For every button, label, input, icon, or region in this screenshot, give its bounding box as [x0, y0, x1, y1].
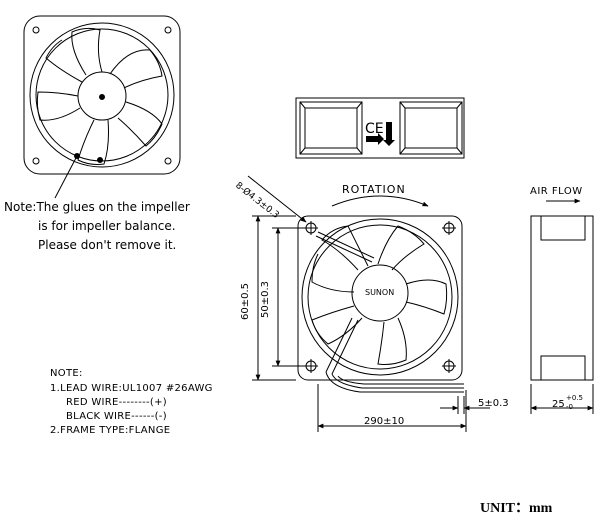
air-flow-label: AIR FLOW	[530, 186, 583, 197]
notes-line-2: RED WIRE--------(+)	[66, 397, 167, 408]
strip-length-label: 5±0.3	[478, 398, 509, 409]
lead-length-label: 290±10	[364, 416, 405, 427]
height-dimension-lines	[252, 215, 306, 381]
outer-height-label: 60±0.5	[240, 282, 251, 320]
fan-profile-view	[530, 198, 594, 414]
svg-text:CE: CE	[365, 121, 384, 137]
rotation-arrow	[331, 195, 429, 207]
unit-label: UNIT：mm	[480, 501, 553, 516]
glue-note-line-3: Please don't remove it.	[38, 238, 177, 252]
ce-mark-icon: CE	[365, 121, 395, 146]
brand-label: SUNON	[365, 288, 395, 297]
notes-line-3: BLACK WIRE------(-)	[66, 411, 167, 422]
rotation-label: ROTATION	[342, 183, 406, 196]
lead-length-dimension-lines	[317, 384, 490, 432]
thickness-upper-tolerance: +0.5	[566, 394, 583, 402]
hole-spec-leader	[247, 175, 307, 223]
glue-note-line-1: Note:The glues on the impeller	[4, 200, 190, 214]
notes-title: NOTE:	[50, 368, 83, 379]
notes-line-4: 2.FRAME TYPE:FLANGE	[50, 425, 171, 436]
thickness-label: 25	[552, 399, 565, 410]
fan-side-view	[295, 97, 465, 159]
hole-pitch-label: 50±0.3	[260, 280, 271, 318]
thickness-lower-tolerance: -0	[566, 403, 573, 411]
fan-back-view	[23, 15, 181, 199]
fan-front-view	[297, 215, 464, 393]
notes-line-1: 1.LEAD WIRE:UL1007 #26AWG	[50, 383, 213, 394]
glue-note-line-2: is for impeller balance.	[38, 219, 176, 233]
